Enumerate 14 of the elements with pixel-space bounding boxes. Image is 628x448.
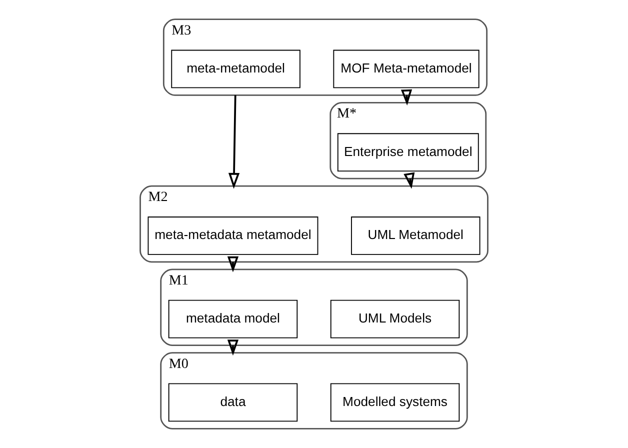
arrow (404, 172, 415, 189)
arrow (228, 95, 240, 189)
arrow (227, 256, 239, 272)
node-box: Enterprise metamodel (337, 133, 479, 172)
node-box: metadata model (168, 300, 298, 338)
node-box: UML Models (330, 300, 460, 338)
node-box: data (168, 383, 298, 422)
arrow (227, 340, 239, 356)
node-box: UML Metamodel (351, 216, 480, 255)
node-box: MOF Meta-metamodel (333, 50, 480, 88)
node-box: meta-metamodel (171, 50, 300, 88)
node-box: Modelled systems (330, 383, 460, 422)
arrow (400, 89, 412, 106)
node-box: meta-metadata metamodel (148, 216, 318, 255)
